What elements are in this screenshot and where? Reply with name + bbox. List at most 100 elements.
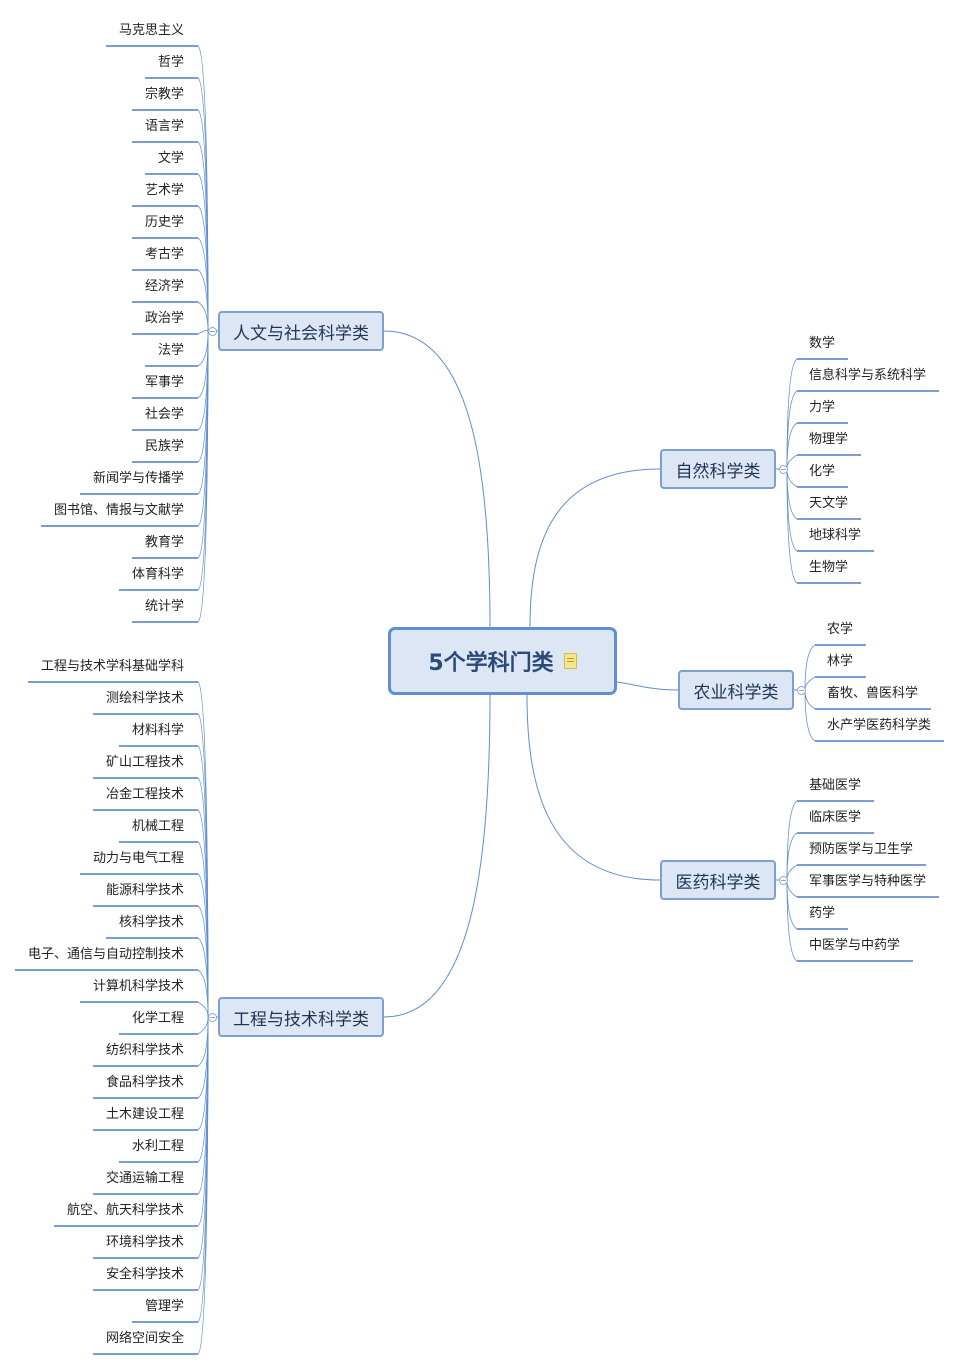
leaf-link <box>786 864 798 881</box>
leaf-topic[interactable]: 电子、通信与自动控制技术 <box>27 947 184 962</box>
leaf-topic[interactable]: 化学工程 <box>131 1011 184 1026</box>
leaf-topic[interactable]: 药学 <box>809 906 836 921</box>
leaf-topic[interactable]: 教育学 <box>144 535 184 550</box>
leaf-link <box>786 879 798 898</box>
branch-humanities[interactable]: 人文与社会科学类 <box>218 311 384 351</box>
leaf-topic[interactable]: 图书馆、情报与文献学 <box>53 503 184 518</box>
leaf-topic[interactable]: 基础医学 <box>809 778 862 793</box>
leaf-link <box>786 454 798 470</box>
leaf-topic[interactable]: 管理学 <box>144 1299 184 1314</box>
leaf-topic[interactable]: 航空、航天科学技术 <box>66 1203 184 1218</box>
collapse-toggle-medicine[interactable] <box>779 876 788 885</box>
collapse-toggle-engineering[interactable] <box>208 1013 217 1022</box>
leaf-link <box>197 301 209 332</box>
link-root-medicine <box>526 694 661 881</box>
branch-natural-science[interactable]: 自然科学类 <box>660 449 776 489</box>
leaf-link <box>804 676 816 691</box>
link-root-agriculture <box>616 681 679 691</box>
leaf-topic[interactable]: 机械工程 <box>131 819 184 834</box>
root-topic[interactable]: 5个学科门类 <box>388 627 617 695</box>
leaf-topic[interactable]: 统计学 <box>144 599 184 614</box>
leaf-topic[interactable]: 临床医学 <box>809 810 862 825</box>
branch-medicine[interactable]: 医药科学类 <box>660 860 776 900</box>
leaf-topic[interactable]: 军事学 <box>144 375 184 390</box>
leaf-topic[interactable]: 网络空间安全 <box>105 1331 184 1346</box>
leaf-topic[interactable]: 艺术学 <box>144 183 184 198</box>
leaf-topic[interactable]: 林学 <box>827 654 854 669</box>
leaf-topic[interactable]: 农学 <box>827 622 854 637</box>
leaf-topic[interactable]: 文学 <box>157 151 184 166</box>
leaf-topic[interactable]: 政治学 <box>144 311 184 326</box>
leaf-topic[interactable]: 哲学 <box>157 55 184 70</box>
branch-label: 工程与技术科学类 <box>233 1009 369 1030</box>
leaf-topic[interactable]: 数学 <box>809 336 836 351</box>
leaf-link <box>197 330 209 367</box>
collapse-toggle-natural-science[interactable] <box>779 465 788 474</box>
leaf-topic[interactable]: 土木建设工程 <box>105 1107 184 1122</box>
leaf-topic[interactable]: 化学 <box>809 464 836 479</box>
leaf-topic[interactable]: 动力与电气工程 <box>92 851 184 866</box>
leaf-topic[interactable]: 天文学 <box>809 496 849 511</box>
leaf-topic[interactable]: 纺织科学技术 <box>105 1043 184 1058</box>
leaf-topic[interactable]: 马克思主义 <box>118 23 184 38</box>
leaf-link <box>197 1001 209 1018</box>
leaf-topic[interactable]: 测绘科学技术 <box>105 691 184 706</box>
collapse-toggle-agriculture[interactable] <box>797 686 806 695</box>
leaf-topic[interactable]: 民族学 <box>144 439 184 454</box>
leaf-link <box>197 905 209 1018</box>
leaf-topic[interactable]: 物理学 <box>809 432 849 447</box>
leaf-link <box>197 1016 209 1355</box>
leaf-link <box>786 879 798 962</box>
leaf-topic[interactable]: 考古学 <box>144 247 184 262</box>
leaf-topic[interactable]: 语言学 <box>144 119 184 134</box>
leaf-topic[interactable]: 水利工程 <box>131 1139 184 1154</box>
branch-agriculture[interactable]: 农业科学类 <box>678 670 794 710</box>
leaf-topic[interactable]: 经济学 <box>144 279 184 294</box>
leaf-topic[interactable]: 历史学 <box>144 215 184 230</box>
leaf-topic[interactable]: 预防医学与卫生学 <box>809 842 914 857</box>
leaf-link <box>786 422 798 470</box>
leaf-link <box>804 689 816 710</box>
leaf-topic[interactable]: 工程与技术学科基础学科 <box>40 659 184 674</box>
leaf-topic[interactable]: 矿山工程技术 <box>105 755 184 770</box>
leaf-topic[interactable]: 环境科学技术 <box>105 1235 184 1250</box>
link-root-humanities <box>383 330 491 628</box>
leaf-topic[interactable]: 冶金工程技术 <box>105 787 184 802</box>
note-icon[interactable] <box>563 653 577 669</box>
leaf-topic[interactable]: 新闻学与传播学 <box>92 471 184 486</box>
leaf-topic[interactable]: 水产学医药科学类 <box>827 718 932 733</box>
leaf-link <box>786 358 798 470</box>
leaf-topic[interactable]: 体育科学 <box>131 567 184 582</box>
leaf-link <box>786 468 798 488</box>
collapse-toggle-humanities[interactable] <box>208 327 217 336</box>
leaf-topic[interactable]: 计算机科学技术 <box>92 979 184 994</box>
leaf-topic[interactable]: 宗教学 <box>144 87 184 102</box>
leaf-topic[interactable]: 地球科学 <box>809 528 862 543</box>
leaf-topic[interactable]: 力学 <box>809 400 836 415</box>
leaf-link <box>804 689 816 742</box>
leaf-link <box>197 330 209 623</box>
leaf-topic[interactable]: 食品科学技术 <box>105 1075 184 1090</box>
leaf-topic[interactable]: 法学 <box>157 343 184 358</box>
leaf-topic[interactable]: 军事医学与特种医学 <box>809 874 927 889</box>
link-root-natural <box>529 468 661 628</box>
leaf-topic[interactable]: 社会学 <box>144 407 184 422</box>
leaf-topic[interactable]: 生物学 <box>809 560 849 575</box>
branch-engineering[interactable]: 工程与技术科学类 <box>218 997 384 1037</box>
leaf-topic[interactable]: 畜牧、兽医科学 <box>827 686 919 701</box>
leaf-topic[interactable]: 安全科学技术 <box>105 1267 184 1282</box>
branch-label: 人文与社会科学类 <box>233 323 369 344</box>
leaf-topic[interactable]: 信息科学与系统科学 <box>809 368 927 383</box>
leaf-topic[interactable]: 交通运输工程 <box>105 1171 184 1186</box>
leaf-link <box>804 644 816 691</box>
leaf-topic[interactable]: 能源科学技术 <box>105 883 184 898</box>
leaf-link <box>197 330 209 335</box>
leaf-topic[interactable]: 中医学与中药学 <box>809 938 901 953</box>
leaf-topic[interactable]: 材料科学 <box>131 723 184 738</box>
leaf-topic[interactable]: 核科学技术 <box>118 915 184 930</box>
branch-label: 农业科学类 <box>693 682 779 703</box>
branch-label: 自然科学类 <box>675 461 761 482</box>
leaf-link <box>786 468 798 584</box>
